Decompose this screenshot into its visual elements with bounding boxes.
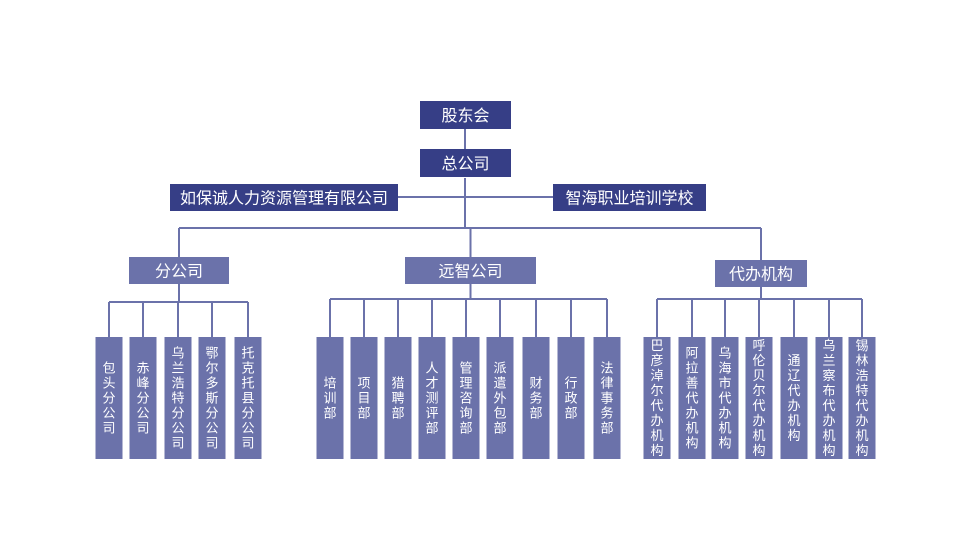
child-node-2-4-box <box>780 337 808 459</box>
child-node-0-2: 乌兰浩特分公司 <box>164 337 192 459</box>
child-node-2-2: 乌海市代办机构 <box>711 337 739 459</box>
child-node-1-0-label: 培训部 <box>323 376 336 422</box>
child-node-1-5: 派遣外包部 <box>486 337 514 459</box>
child-node-2-6-label: 锡林浩特代办机构 <box>855 339 868 459</box>
affiliate-left-node: 如保诚人力资源管理有限公司 <box>170 184 398 211</box>
child-node-2-6-box <box>848 337 876 459</box>
shareholders-node-box <box>420 101 511 129</box>
group-node-0-label: 分公司 <box>155 262 203 281</box>
child-node-2-3-box <box>745 337 773 459</box>
child-node-0-0: 包头分公司 <box>95 337 123 459</box>
child-node-1-5-label: 派遣外包部 <box>493 362 506 437</box>
headquarters-node-label: 总公司 <box>441 154 489 173</box>
child-node-0-4: 托克托县分公司 <box>234 337 262 459</box>
child-node-1-2-label: 猎聘部 <box>391 377 404 422</box>
child-node-2-0-box <box>643 337 671 459</box>
child-node-1-1-label: 项目部 <box>357 377 370 422</box>
child-node-2-0: 巴彦淖尔代办机构 <box>643 337 671 459</box>
child-node-1-3: 人才测评部 <box>418 337 446 459</box>
child-node-1-7-box <box>557 337 585 459</box>
child-node-2-5-box <box>815 337 843 459</box>
child-node-0-4-label: 托克托县分公司 <box>241 347 254 452</box>
headquarters-node: 总公司 <box>420 149 511 177</box>
child-node-2-1-box <box>678 337 706 459</box>
child-node-1-3-label: 人才测评部 <box>425 362 438 437</box>
headquarters-node-box <box>420 149 511 177</box>
child-node-0-1-box <box>129 337 157 459</box>
child-node-1-4-box <box>452 337 480 459</box>
child-node-2-0-label: 巴彦淖尔代办机构 <box>650 339 663 459</box>
child-node-2-1-label: 阿拉善代办机构 <box>685 347 698 452</box>
group-node-1-box <box>405 257 536 284</box>
child-node-1-6: 财务部 <box>522 337 550 459</box>
child-node-1-2-box <box>384 337 412 459</box>
child-node-1-0: 培训部 <box>316 337 344 459</box>
affiliate-left-node-label: 如保诚人力资源管理有限公司 <box>180 189 388 208</box>
affiliate-right-node-label: 智海职业培训学校 <box>565 189 693 208</box>
child-node-1-4-label: 管理咨询部 <box>459 362 472 437</box>
child-node-2-1: 阿拉善代办机构 <box>678 337 706 459</box>
child-node-0-3: 鄂尔多斯分公司 <box>198 337 226 459</box>
shareholders-node: 股东会 <box>420 101 511 129</box>
affiliate-left-node-box <box>170 184 398 211</box>
child-node-2-5: 乌兰察布代办机构 <box>815 337 843 459</box>
child-node-0-3-box <box>198 337 226 459</box>
affiliate-right-node-box <box>553 184 706 211</box>
child-node-0-1-label: 赤峰分公司 <box>136 362 149 437</box>
group-node-0-box <box>129 257 229 284</box>
child-node-0-4-box <box>234 337 262 459</box>
child-node-2-3: 呼伦贝尔代办机构 <box>745 337 773 459</box>
child-node-0-0-label: 包头分公司 <box>102 362 115 437</box>
child-node-1-8-label: 法律事务部 <box>600 362 613 437</box>
child-node-2-4-label: 通辽代办机构 <box>787 354 800 444</box>
child-node-1-8-box <box>593 337 621 459</box>
group-node-2: 代办机构 <box>715 260 807 287</box>
child-node-2-5-label: 乌兰察布代办机构 <box>822 338 835 459</box>
child-node-2-3-label: 呼伦贝尔代办机构 <box>752 339 765 459</box>
child-node-1-3-box <box>418 337 446 459</box>
group-node-1-label: 远智公司 <box>438 262 502 281</box>
child-node-2-2-box <box>711 337 739 459</box>
child-node-1-4: 管理咨询部 <box>452 337 480 459</box>
child-node-1-2: 猎聘部 <box>384 337 412 459</box>
child-node-1-6-box <box>522 337 550 459</box>
child-node-2-4: 通辽代办机构 <box>780 337 808 459</box>
group-node-2-label: 代办机构 <box>729 265 793 284</box>
group-node-1: 远智公司 <box>405 257 536 284</box>
child-node-1-7-label: 行政部 <box>564 377 577 422</box>
child-node-1-5-box <box>486 337 514 459</box>
shareholders-node-label: 股东会 <box>441 106 489 125</box>
child-node-0-1: 赤峰分公司 <box>129 337 157 459</box>
child-node-0-2-label: 乌兰浩特分公司 <box>171 346 184 452</box>
child-node-1-1: 项目部 <box>350 337 378 459</box>
child-node-1-7: 行政部 <box>557 337 585 459</box>
child-node-0-3-label: 鄂尔多斯分公司 <box>205 347 218 452</box>
child-node-1-1-box <box>350 337 378 459</box>
child-node-1-0-box <box>316 337 344 459</box>
child-node-0-0-box <box>95 337 123 459</box>
child-node-0-2-box <box>164 337 192 459</box>
child-node-2-6: 锡林浩特代办机构 <box>848 337 876 459</box>
child-node-1-8: 法律事务部 <box>593 337 621 459</box>
group-node-0: 分公司 <box>129 257 229 284</box>
child-node-2-2-label: 乌海市代办机构 <box>718 346 731 452</box>
group-node-2-box <box>715 260 807 287</box>
child-node-1-6-label: 财务部 <box>529 377 542 422</box>
affiliate-right-node: 智海职业培训学校 <box>553 184 706 211</box>
